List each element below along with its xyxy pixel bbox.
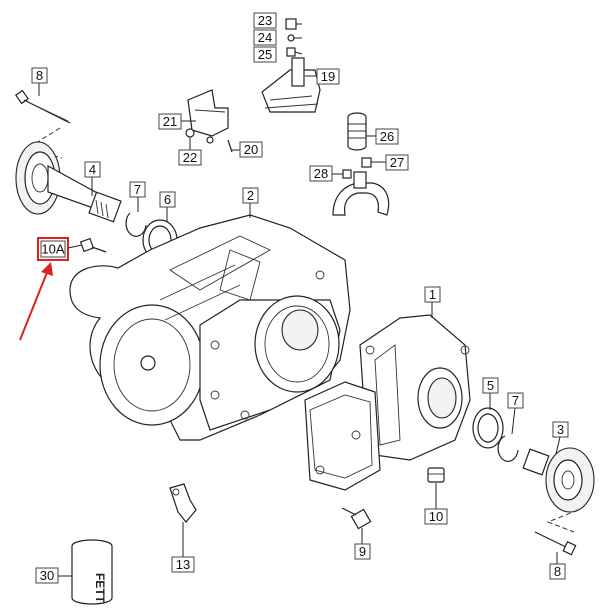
svg-text:28: 28 <box>314 166 328 181</box>
svg-text:2: 2 <box>247 188 254 203</box>
can-label: FETT <box>93 573 107 604</box>
callout-20: 20 <box>239 141 263 158</box>
shaft-4 <box>15 141 122 223</box>
callout-25: 25 <box>253 46 277 63</box>
svg-text:8: 8 <box>554 564 561 579</box>
svg-text:30: 30 <box>40 568 54 583</box>
svg-text:26: 26 <box>380 129 394 144</box>
callout-10a: 10A <box>37 237 69 261</box>
part-24 <box>287 34 295 42</box>
callout-9: 9 <box>354 543 371 560</box>
svg-text:8: 8 <box>36 68 43 83</box>
bolt-8-bottom <box>534 531 577 556</box>
svg-text:5: 5 <box>487 378 494 393</box>
callout-6: 6 <box>159 191 176 208</box>
callout-24: 24 <box>253 29 277 46</box>
callout-2: 2 <box>242 187 259 204</box>
svg-text:1: 1 <box>429 287 436 302</box>
grease-can-30 <box>71 539 113 605</box>
svg-text:20: 20 <box>244 142 258 157</box>
bolt-9 <box>341 507 372 530</box>
svg-text:10A: 10A <box>41 242 64 257</box>
svg-text:25: 25 <box>258 47 272 62</box>
seal-5 <box>472 407 504 449</box>
dash-8-top <box>26 127 63 159</box>
circlip-7-right <box>497 435 519 462</box>
actuator-19 <box>261 57 321 113</box>
svg-text:9: 9 <box>359 544 366 559</box>
callout-26: 26 <box>375 128 399 145</box>
screw-20 <box>227 139 233 153</box>
callout-19: 19 <box>316 68 340 85</box>
callout-7-right: 7 <box>507 392 524 409</box>
callout-13: 13 <box>171 556 195 573</box>
svg-text:13: 13 <box>176 557 190 572</box>
callout-30: 30 <box>35 567 59 584</box>
control-unit <box>304 381 381 491</box>
svg-text:3: 3 <box>557 422 564 437</box>
svg-text:10: 10 <box>429 509 443 524</box>
svg-text:21: 21 <box>163 114 177 129</box>
plug-10 <box>427 467 445 483</box>
housing-2 <box>69 214 351 441</box>
cover-1 <box>359 314 471 461</box>
bolt-8-top <box>15 89 71 124</box>
part-25 <box>286 47 296 57</box>
callout-21: 21 <box>158 113 182 130</box>
callout-22: 22 <box>178 149 202 166</box>
callout-28: 28 <box>309 165 333 182</box>
svg-text:24: 24 <box>258 30 272 45</box>
callout-8-top: 8 <box>31 67 48 84</box>
sleeve-26 <box>347 112 367 151</box>
callout-27: 27 <box>385 154 409 171</box>
callout-4: 4 <box>84 161 101 178</box>
dash-8-bottom <box>546 509 579 533</box>
shift-fork <box>332 171 390 216</box>
svg-text:6: 6 <box>164 192 171 207</box>
svg-text:23: 23 <box>258 13 272 28</box>
part-23 <box>285 18 297 30</box>
highlight-arrow <box>19 262 53 341</box>
callout-23: 23 <box>253 12 277 29</box>
bolt-10a <box>79 237 107 253</box>
callout-7-left: 7 <box>129 181 146 198</box>
callout-1: 1 <box>424 286 441 303</box>
bracket-21 <box>185 89 229 144</box>
circlip-7-left <box>125 212 147 237</box>
bracket-13 <box>169 483 197 523</box>
callout-5: 5 <box>482 377 499 394</box>
callout-8-bottom: 8 <box>549 563 566 580</box>
svg-text:4: 4 <box>89 162 96 177</box>
callout-3: 3 <box>552 421 569 438</box>
svg-text:19: 19 <box>321 69 335 84</box>
flange-3 <box>522 447 595 513</box>
leader-lines <box>38 23 561 577</box>
svg-text:22: 22 <box>183 150 197 165</box>
callout-10: 10 <box>424 508 448 525</box>
svg-text:7: 7 <box>134 182 141 197</box>
svg-text:27: 27 <box>390 155 404 170</box>
svg-text:7: 7 <box>512 393 519 408</box>
